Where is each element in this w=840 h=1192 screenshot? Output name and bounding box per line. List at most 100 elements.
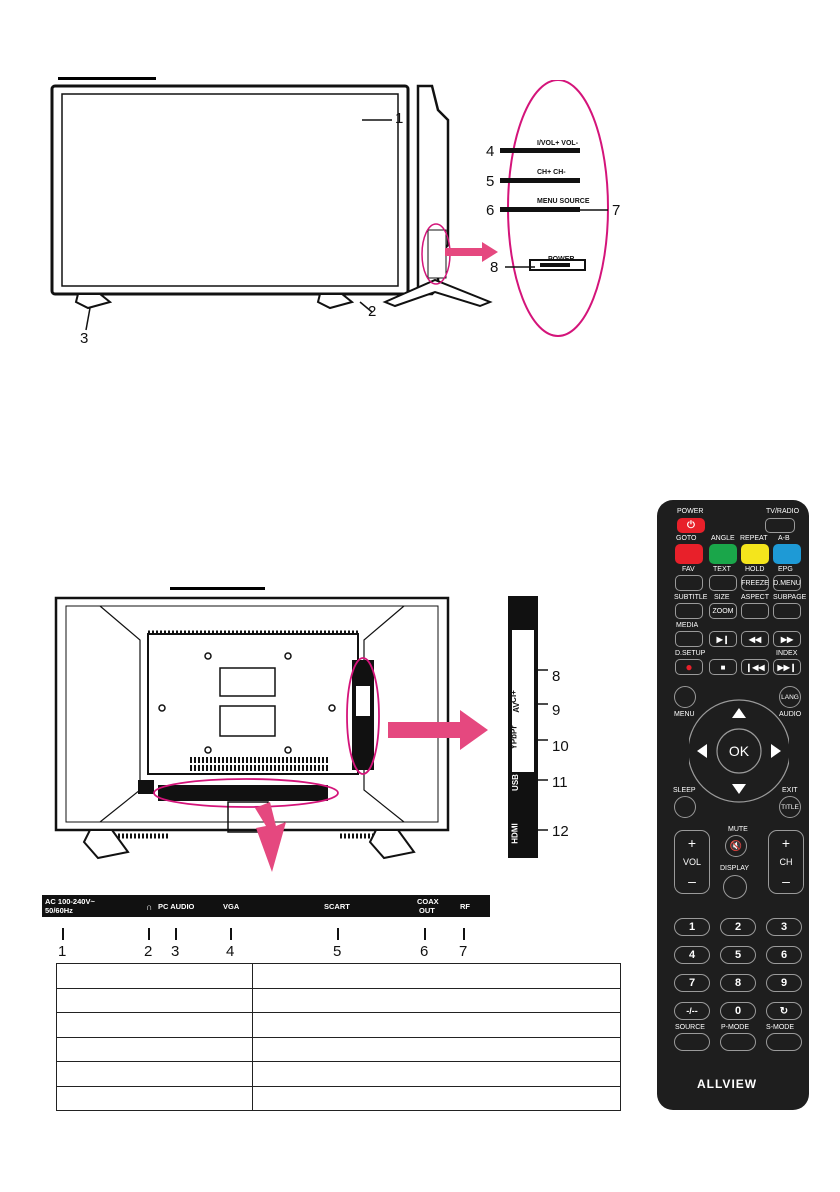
fast-forward-button[interactable]: ▶▶ [773,631,801,647]
side-label-menu: MENU SOURCE [537,198,590,205]
label-sleep: SLEEP [673,787,696,794]
previous-button[interactable]: ❙◀◀ [741,659,769,675]
tick-5 [337,928,339,940]
rewind-button[interactable]: ◀◀ [741,631,769,647]
dmenu-button[interactable]: D.MENU [773,575,801,591]
mute-button[interactable]: 🔇 [725,835,747,857]
yellow-button[interactable] [741,544,769,564]
label-media: MEDIA [676,622,699,629]
front-callout-5: 5 [486,173,495,190]
dpad-ring [689,699,789,803]
recall-button[interactable]: ↻ [766,1002,802,1020]
panel-label-scart: SCART [324,902,350,911]
digit-3-button[interactable]: 3 [766,918,802,936]
digit-9-button[interactable]: 9 [766,974,802,992]
label-text: TEXT [713,566,731,573]
aspect-button[interactable] [741,603,769,619]
title-button[interactable]: TITLE [779,796,801,818]
label-fav: FAV [682,566,695,573]
table-cell [252,1061,621,1087]
blue-button[interactable] [773,544,801,564]
media-button[interactable] [675,631,703,647]
side-label-power: POWER [548,256,575,263]
zoom-button[interactable]: ZOOM [709,603,737,619]
digit-1-button[interactable]: 1 [674,918,710,936]
label-aspect: ASPECT [741,594,770,601]
side-callout-11: 11 [552,774,568,791]
smode-button[interactable] [766,1033,802,1051]
tick-3 [175,928,177,940]
fav-button[interactable] [675,575,703,591]
subtitle-button[interactable] [675,603,703,619]
label-ab: A-B [778,535,790,542]
pmode-button[interactable] [720,1033,756,1051]
label-smode: S-MODE [766,1024,794,1031]
label-subpage: SUBPAGE [773,594,807,601]
table-cell [56,963,253,989]
front-callout-3: 3 [80,330,89,347]
source-button[interactable] [674,1033,710,1051]
label-power: POWER [677,508,704,515]
brand-logo: ALLVIEW [697,1077,758,1091]
digit-5-button[interactable]: 5 [720,946,756,964]
side-label-usb: USB [510,774,520,791]
tick-2 [148,928,150,940]
bottom-connector-bar [42,895,490,917]
green-button[interactable] [709,544,737,564]
digit-7-button[interactable]: 7 [674,974,710,992]
next-button[interactable]: ▶▶❙ [773,659,801,675]
up-arrow-icon [732,708,746,718]
ok-button[interactable]: OK [728,743,750,759]
tv-left-foot [74,293,113,310]
channel-rocker[interactable]: + CH – [768,830,804,894]
panel-callout-1: 1 [58,943,67,960]
table-cell [252,987,621,1013]
label-hold: HOLD [745,566,765,573]
digit-8-button[interactable]: 8 [720,974,756,992]
play-pause-button[interactable]: ▶❙ [709,631,737,647]
label-repeat: REPEAT [740,535,768,542]
panel-callout-3: 3 [171,943,180,960]
side-callout-10: 10 [552,738,569,755]
pink-arrow-right [445,242,498,262]
panel-label-ac-1: AC 100-240V~ [45,897,95,906]
label-subtitle: SUBTITLE [674,594,708,601]
lang-button[interactable]: LANG [779,686,801,708]
table-row [56,1012,621,1038]
volume-rocker[interactable]: + VOL – [674,830,710,894]
digit-2-button[interactable]: 2 [720,918,756,936]
label-goto: GOTO [676,535,697,542]
table-cell [252,1012,621,1038]
table-cell [56,987,253,1013]
label-angle: ANGLE [711,535,735,542]
panel-callout-2: 2 [144,943,153,960]
table-cell [252,963,621,989]
digit-0-button[interactable]: 0 [720,1002,756,1020]
dash-button[interactable]: -/-- [674,1002,710,1020]
panel-label-ac-2: 50/60Hz [45,906,73,915]
side-label-ypbpr: YPbPr [509,725,519,750]
red-button[interactable] [675,544,703,564]
label-menu: MENU [674,711,695,718]
remote-control: POWER TV/RADIO ⏻ GOTO ANGLE REPEAT A-B F… [657,500,809,1110]
table-cell [252,1036,621,1062]
digit-6-button[interactable]: 6 [766,946,802,964]
table-row [56,1061,621,1087]
down-arrow-icon [732,784,746,794]
connector-table [56,963,621,1111]
ch-plus: + [781,835,791,851]
text-button[interactable] [709,575,737,591]
headphone-icon: ∩ [146,902,153,912]
power-button[interactable]: ⏻ [677,518,705,533]
record-button[interactable]: ● [675,659,703,675]
menu-button[interactable] [674,686,696,708]
digit-4-button[interactable]: 4 [674,946,710,964]
label-dsetup: D.SETUP [675,650,706,657]
tv-right-foot [316,293,355,310]
stop-button[interactable]: ■ [709,659,737,675]
subpage-button[interactable] [773,603,801,619]
tv-radio-button[interactable] [765,518,795,533]
sleep-button[interactable] [674,796,696,818]
display-button[interactable] [723,875,747,899]
freeze-button[interactable]: FREEZE [741,575,769,591]
